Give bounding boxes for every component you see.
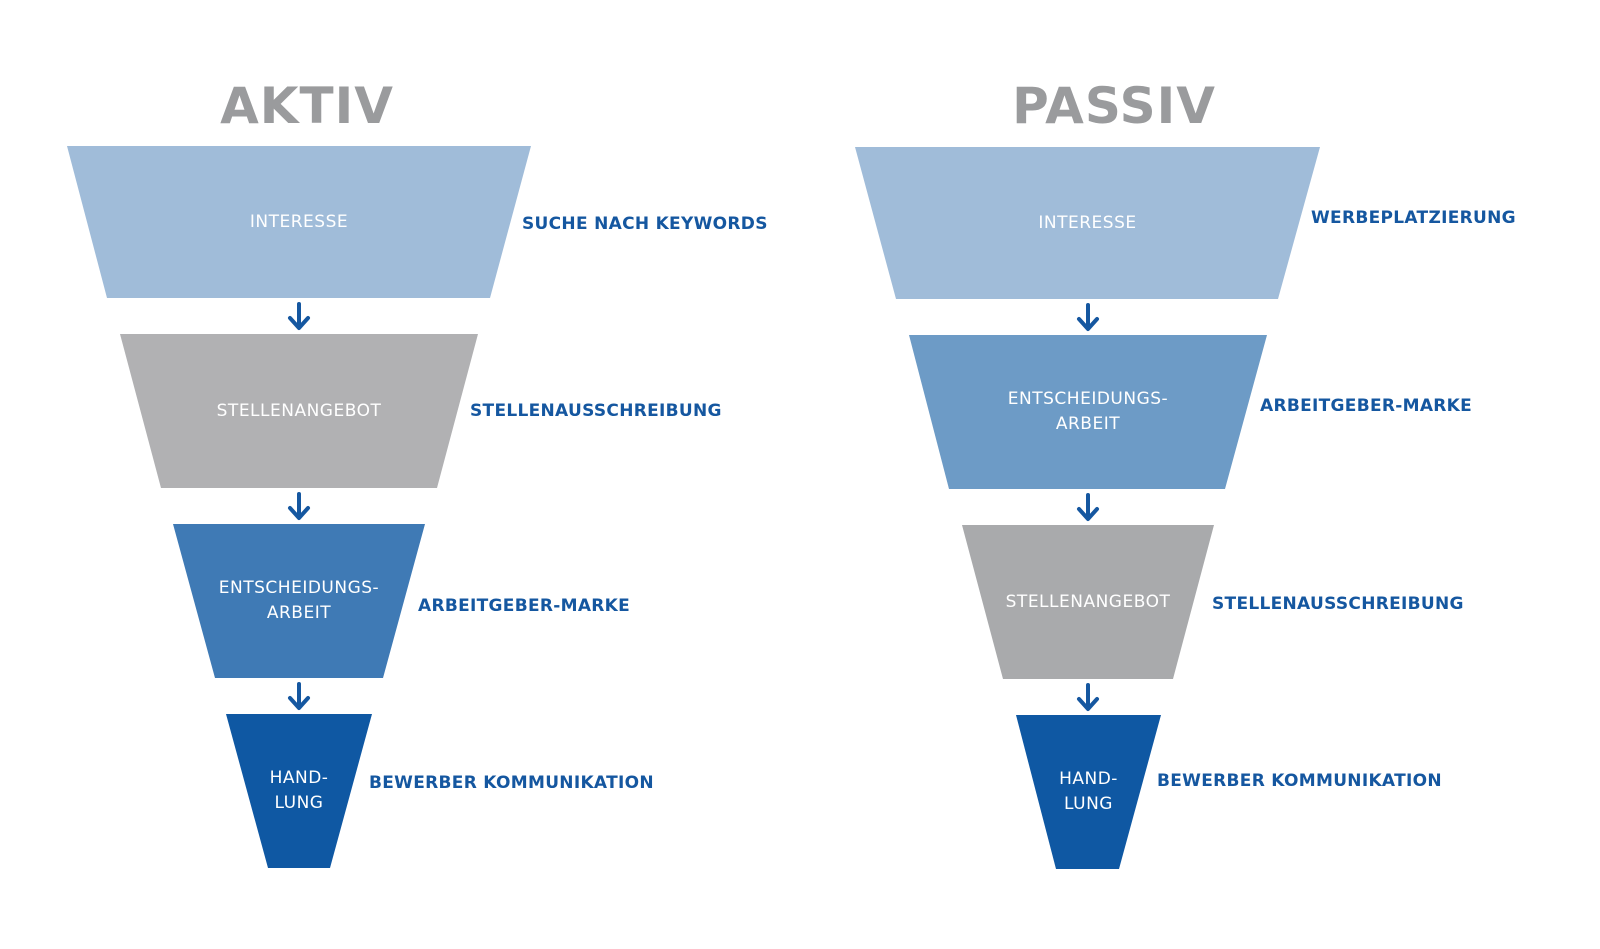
trapezoid-shape — [909, 335, 1267, 489]
trapezoid-shape — [120, 334, 478, 488]
stage-text: INTERESSE — [1038, 212, 1137, 233]
stage-text: HAND- LUNG — [1059, 769, 1118, 814]
arrow-down-icon — [1077, 303, 1099, 331]
funnel-stage-passiv-3: STELLENANGEBOT — [962, 525, 1214, 679]
stage-side-label: BEWERBER KOMMUNIKATION — [369, 773, 654, 793]
funnel-stage-aktiv-4: HAND- LUNG — [226, 714, 372, 868]
stage-side-label: STELLENAUSSCHREIBUNG — [1212, 594, 1464, 614]
funnel-stage-aktiv-2: STELLENANGEBOT — [120, 334, 478, 488]
stage-text: STELLENANGEBOT — [216, 400, 382, 421]
stage-text: STELLENANGEBOT — [1005, 591, 1171, 612]
funnel-stage-aktiv-1: INTERESSE — [67, 146, 531, 298]
funnel-title-aktiv: AKTIV — [220, 77, 394, 135]
stage-text: ENTSCHEIDUNGS- ARBEIT — [1007, 389, 1169, 434]
trapezoid-shape — [67, 146, 531, 298]
stage-text: ENTSCHEIDUNGS- ARBEIT — [218, 578, 380, 623]
arrow-down-icon — [288, 492, 310, 520]
trapezoid-shape — [173, 524, 425, 678]
stage-side-label: ARBEITGEBER-MARKE — [1260, 396, 1473, 416]
arrow-down-icon — [288, 682, 310, 710]
stage-side-label: STELLENAUSSCHREIBUNG — [470, 401, 722, 421]
arrow-down-icon — [1077, 683, 1099, 711]
funnel-stage-aktiv-3: ENTSCHEIDUNGS- ARBEIT — [173, 524, 425, 678]
funnel-stage-passiv-2: ENTSCHEIDUNGS- ARBEIT — [909, 335, 1267, 489]
funnel-title-passiv: PASSIV — [1012, 77, 1216, 135]
trapezoid-shape — [855, 147, 1320, 299]
stage-text: INTERESSE — [249, 211, 349, 232]
stage-side-label: ARBEITGEBER-MARKE — [418, 596, 631, 616]
stage-side-label: WERBEPLATZIERUNG — [1311, 208, 1516, 228]
stage-side-label: SUCHE NACH KEYWORDS — [522, 214, 768, 234]
arrow-down-icon — [1077, 493, 1099, 521]
trapezoid-shape — [962, 525, 1214, 679]
stage-side-label: BEWERBER KOMMUNIKATION — [1157, 771, 1442, 791]
stage-text: HAND- LUNG — [269, 768, 329, 813]
funnel-stage-passiv-1: INTERESSE — [855, 147, 1320, 299]
funnel-stage-passiv-4: HAND- LUNG — [1016, 715, 1161, 869]
arrow-down-icon — [288, 302, 310, 330]
